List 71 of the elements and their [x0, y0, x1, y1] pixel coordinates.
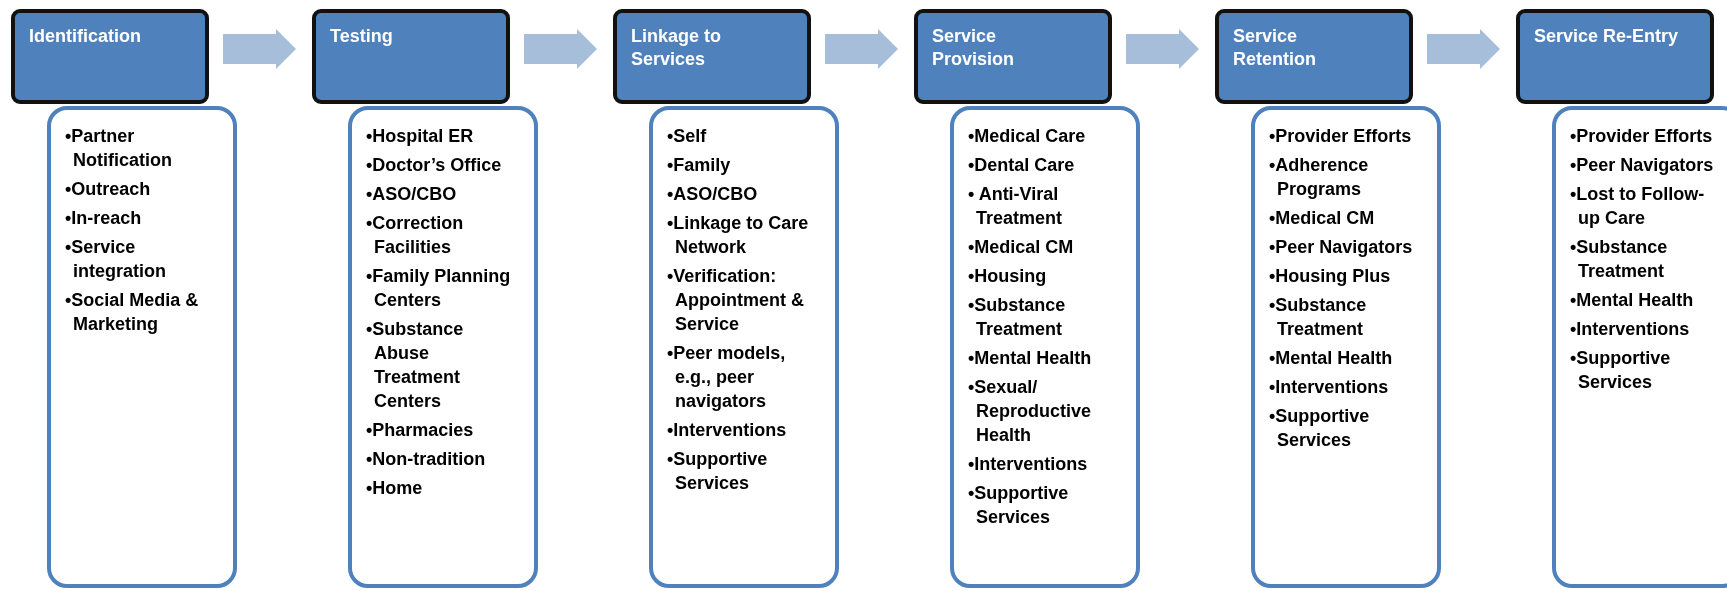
- list-item: • Anti-Viral Treatment: [968, 183, 1064, 230]
- list-item: •Medical CM: [1269, 207, 1376, 230]
- list-item: •Verification: Appointment & Service: [667, 265, 805, 336]
- list-item: •Substance Treatment: [968, 294, 1067, 341]
- list-item: •Supportive Services: [968, 482, 1070, 529]
- list-item: •Self: [667, 125, 708, 148]
- list-item: •Housing Plus: [1269, 265, 1392, 288]
- list-item: •Non-tradition: [366, 448, 487, 471]
- block-arrow: [1126, 29, 1199, 69]
- list-item: •Family: [667, 154, 732, 177]
- list-item: •Sexual/ Reproductive Health: [968, 376, 1093, 447]
- list-card: [649, 106, 839, 588]
- list-item: •Pharmacies: [366, 419, 475, 442]
- list-card: [348, 106, 538, 588]
- block-arrow: [1427, 29, 1500, 69]
- stage-title: Identification: [29, 25, 142, 48]
- stage-header-box: [613, 9, 811, 104]
- block-arrow: [524, 29, 597, 69]
- list-card: [950, 106, 1140, 588]
- list-item: •Housing: [968, 265, 1048, 288]
- list-item: •Correction Facilities: [366, 212, 465, 259]
- list-item: •Interventions: [667, 419, 788, 442]
- list-item: •Substance Abuse Treatment Centers: [366, 318, 465, 413]
- list-item: •In-reach: [65, 207, 143, 230]
- stage-title: Service Re-Entry: [1534, 25, 1680, 48]
- list-item: •Mental Health: [1570, 289, 1695, 312]
- list-item: •Interventions: [1570, 318, 1691, 341]
- list-item: •Dental Care: [968, 154, 1076, 177]
- stage-title: Linkage to Services: [631, 25, 722, 71]
- stage-header-box: [914, 9, 1112, 104]
- list-item: •Provider Efforts: [1269, 125, 1413, 148]
- list-item: •Doctor’s Office: [366, 154, 503, 177]
- list-item: •Mental Health: [1269, 347, 1394, 370]
- list-item: •Outreach: [65, 178, 152, 201]
- list-item: •Peer Navigators: [1269, 236, 1414, 259]
- list-item: •Peer Navigators: [1570, 154, 1715, 177]
- stage-header-box: [1516, 9, 1714, 104]
- stage-title: Service Retention: [1233, 25, 1317, 71]
- list-item: •Interventions: [1269, 376, 1390, 399]
- list-item: •Social Media & Marketing: [65, 289, 200, 336]
- list-item: •Mental Health: [968, 347, 1093, 370]
- list-item: •Lost to Follow-up Care: [1570, 183, 1706, 230]
- stage-header-box: [11, 9, 209, 104]
- list-item: •Substance Treatment: [1570, 236, 1669, 283]
- stage-header-box: [312, 9, 510, 104]
- list-item: •Medical CM: [968, 236, 1075, 259]
- list-card: [47, 106, 237, 588]
- block-arrow: [223, 29, 296, 69]
- list-item: •Provider Efforts: [1570, 125, 1714, 148]
- list-item: •Linkage to Care Network: [667, 212, 810, 259]
- list-item: •Supportive Services: [667, 448, 769, 495]
- stage-title: Testing: [330, 25, 394, 48]
- list-item: •Adherence Programs: [1269, 154, 1370, 201]
- block-arrow: [825, 29, 898, 69]
- list-card: [1251, 106, 1441, 588]
- list-item: •Family Planning Centers: [366, 265, 512, 312]
- list-item: •ASO/CBO: [366, 183, 458, 206]
- list-item: •Home: [366, 477, 424, 500]
- list-item: •Substance Treatment: [1269, 294, 1368, 341]
- list-item: •Supportive Services: [1269, 405, 1371, 452]
- list-item: •Hospital ER: [366, 125, 475, 148]
- list-item: •Peer models, e.g., peer navigators: [667, 342, 787, 413]
- list-item: •Partner Notification: [65, 125, 173, 172]
- list-item: •ASO/CBO: [667, 183, 759, 206]
- stage-header-box: [1215, 9, 1413, 104]
- stage-title: Service Provision: [932, 25, 1016, 71]
- list-item: •Supportive Services: [1570, 347, 1672, 394]
- list-card: [1552, 106, 1727, 588]
- list-item: •Interventions: [968, 453, 1089, 476]
- list-item: •Medical Care: [968, 125, 1087, 148]
- list-item: •Service integration: [65, 236, 167, 283]
